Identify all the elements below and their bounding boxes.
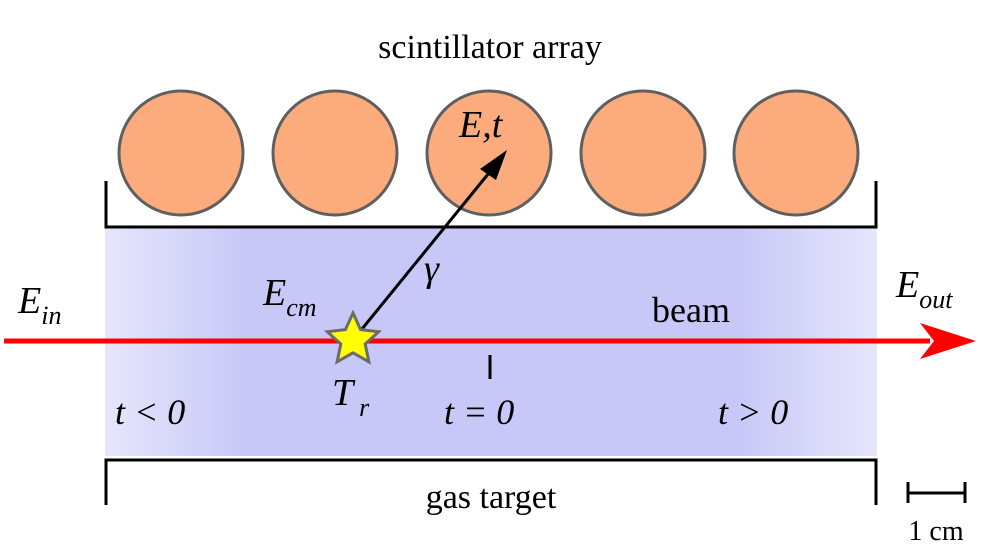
e-out-label: Eout — [895, 264, 953, 314]
gamma-arrowhead — [480, 150, 507, 180]
t-positive-label: t > 0 — [718, 392, 788, 432]
diagram-title: scintillator array — [378, 29, 602, 66]
reaction-point-star — [323, 309, 383, 365]
gamma-ray-arrow — [351, 167, 495, 341]
scintillator-detector — [117, 89, 245, 217]
t-negative-label: t < 0 — [115, 392, 185, 432]
gamma-label: γ — [424, 248, 440, 290]
e-in-label: Ein — [17, 280, 61, 330]
t-zero-label: t = 0 — [444, 392, 514, 432]
beam-arrowhead — [920, 323, 976, 359]
energy-time-label: E,t — [458, 104, 504, 146]
scintillator-detector — [425, 89, 553, 217]
beam-label: beam — [652, 290, 730, 330]
scintillator-bracket — [104, 181, 878, 229]
scale-bar — [906, 482, 967, 503]
scintillator-detector — [579, 89, 707, 217]
e-cm-label: Ecm — [262, 272, 317, 322]
gas-target-bracket — [104, 458, 878, 505]
gas-target-label: gas target — [426, 479, 557, 516]
scintillator-detector — [271, 89, 399, 217]
scintillator-detector — [732, 89, 860, 217]
scale-bar-label: 1 cm — [908, 516, 963, 547]
